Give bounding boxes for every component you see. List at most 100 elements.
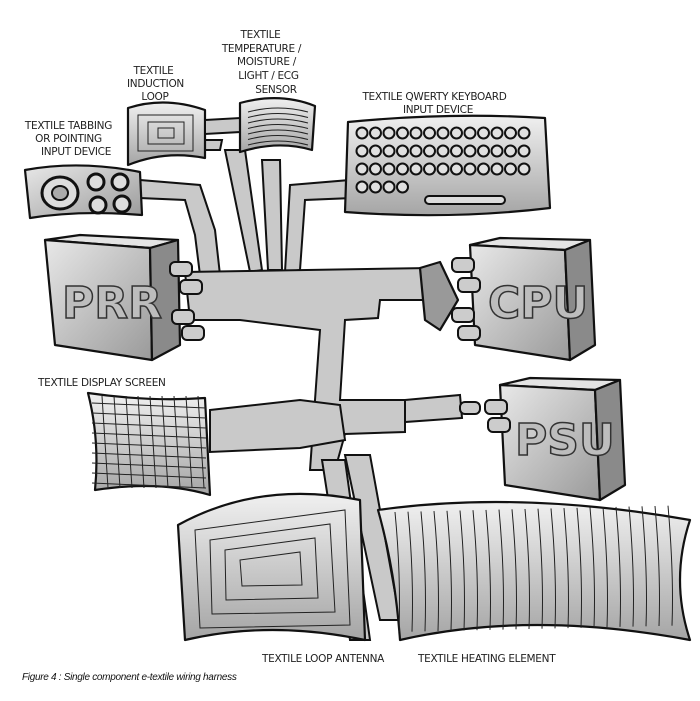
heating-trace [420,511,426,632]
display-grid-line [91,472,207,479]
keyboard-key [369,144,382,158]
heating-trace [628,506,634,627]
display-grid-line [91,482,207,489]
keyboard-key [382,180,396,194]
display-grid-line [137,395,145,489]
sensor-trace [247,135,309,140]
display-grid-line [91,432,207,439]
keyboard-key [490,126,504,140]
textile-sensor [238,97,317,154]
keyboard-key [369,126,382,140]
keyboard-key [490,162,504,176]
label-keyboard: TEXTILE QWERTY KEYBOARD INPUT DEVICE [361,91,509,116]
keyboard-key [382,144,396,158]
sensor-trace [247,140,309,146]
heating-trace [472,510,478,631]
heating-trace [524,508,530,630]
keyboard-key [409,162,423,176]
sensor-trace [247,107,309,113]
textile-induction-loop [126,101,241,167]
textile-display-screen [86,391,212,497]
keyboard-key [396,126,409,140]
display-grid-line [91,462,207,469]
display-grid-line [161,395,169,489]
label-sensor: TEXTILE TEMPERATURE / MOISTURE / LIGHT /… [221,29,304,96]
keyboard-key [490,144,504,158]
label-tabbing-device: TEXTILE TABBING OR POINTING INPUT DEVICE [24,120,115,158]
keyboard-key [450,144,463,158]
keyboard-key [477,144,490,158]
sensor-trace [247,113,309,118]
keyboard-key [423,162,436,176]
prr-box: PRR [43,233,205,362]
sensor-trace [247,124,309,129]
heating-trace [446,510,452,631]
heating-trace [459,510,465,631]
prr-label: PRR [62,278,162,329]
keyboard-key [396,162,409,176]
label-loop-antenna: TEXTILE LOOP ANTENNA [261,653,385,665]
keyboard-key [436,126,450,140]
label-heating-element: TEXTILE HEATING ELEMENT [417,653,556,665]
label-display-screen: TEXTILE DISPLAY SCREEN [37,377,166,389]
keyboard-key [436,144,450,158]
keyboard-key [477,126,490,140]
display-grid-line [149,395,157,489]
display-grid-line [91,442,207,449]
display-grid-line [91,452,207,459]
heating-trace [667,505,673,626]
heating-trace [407,511,413,632]
textile-loop-antenna [176,492,367,642]
keyboard-key [463,126,477,140]
keyboard-key [504,144,517,158]
keyboard-key [517,144,531,158]
heating-trace [615,506,621,627]
keyboard-key [450,162,463,176]
display-grid-line [197,395,205,489]
textile-qwerty-keyboard [343,114,552,217]
keyboard-key [504,162,517,176]
keyboard-key [369,180,382,194]
keyboard-key [463,144,477,158]
keyboard-key [355,162,369,176]
keyboard-key [504,126,517,140]
display-grid-line [185,395,193,489]
display-grid-line [91,422,207,429]
textile-heating-element [376,500,692,642]
display-grid-line [173,395,181,489]
keyboard-key [396,144,409,158]
heating-trace [433,511,439,632]
keyboard-key [463,162,477,176]
keyboard-key [436,162,450,176]
keyboard-key [450,126,463,140]
keyboard-key [517,126,531,140]
heating-trace [550,508,556,629]
keyboard-key [477,162,490,176]
keyboard-key [355,144,369,158]
keyboard-key [409,126,423,140]
keyboard-key [396,180,409,194]
heating-trace [641,506,647,627]
heating-trace [537,508,543,629]
cpu-label: CPU [488,278,588,329]
psu-box: PSU [459,376,627,502]
heating-trace [654,505,660,627]
display-grid-line [125,395,133,489]
heating-trace [498,509,504,630]
label-induction-loop: TEXTILE INDUCTION LOOP [127,65,187,103]
keyboard-key [517,162,531,176]
textile-tabbing-device [23,164,144,220]
keyboard-key [409,144,423,158]
figure-caption: Figure 4 : Single component e-textile wi… [22,672,237,683]
heating-trace [485,509,491,630]
keyboard-key [369,162,382,176]
keyboard-key [423,144,436,158]
display-grid-line [113,395,121,489]
heating-trace [589,507,595,628]
display-grid-line [101,395,109,489]
keyboard-key [382,126,396,140]
heating-trace [563,508,569,629]
heating-trace [576,507,582,628]
heating-trace [511,509,517,630]
